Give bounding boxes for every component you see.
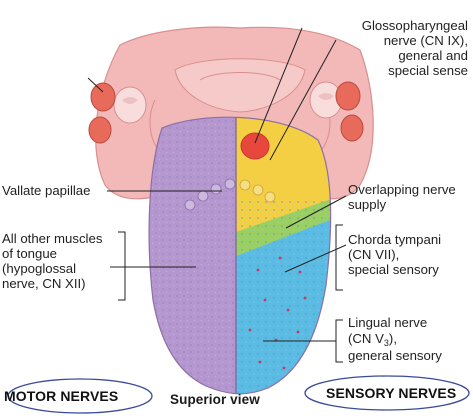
motor-nerves-label: MOTOR NERVES <box>4 388 119 404</box>
other-muscles-label: All other muscles of tongue (hypoglossal… <box>2 231 103 291</box>
overlapping-nerve-label: Overlapping nerve supply <box>348 182 456 212</box>
leader-lines <box>87 27 347 363</box>
sensory-nerves-label: SENSORY NERVES <box>326 385 457 401</box>
glossopharyngeal-label: Glossopharyngeal nerve (CN IX), general … <box>361 18 468 78</box>
motor-nerves-ellipse <box>7 378 153 414</box>
sensory-nerves-ellipse <box>304 375 470 411</box>
tongue <box>149 117 331 394</box>
chorda-tympani-label: Chorda tympani (CN VII), special sensory <box>348 232 442 277</box>
superior-view-label: Superior view <box>170 392 260 407</box>
lingual-nerve-label: Lingual nerve (CN V3), general sensory <box>348 315 442 363</box>
tonsil-right <box>335 81 364 142</box>
vallate-papillae-label: Vallate papillae <box>2 183 91 198</box>
glossopharyngeal-red-region <box>240 132 270 160</box>
tonsil-left <box>88 82 116 144</box>
